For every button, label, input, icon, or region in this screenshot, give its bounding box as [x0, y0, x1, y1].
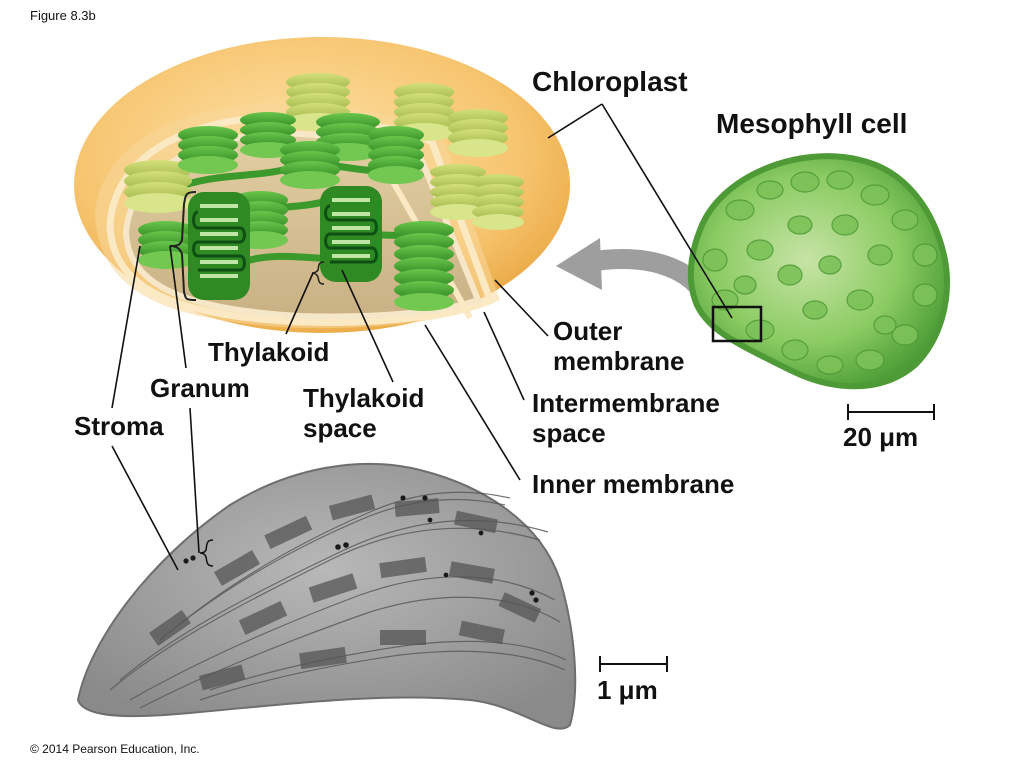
thylakoid-bracket: [311, 261, 325, 285]
label-thylakoid: Thylakoid: [208, 337, 330, 367]
scale-label-1um: 1 μm: [597, 675, 658, 705]
micrograph-granum-bracket: [199, 539, 214, 567]
micrograph-grana: [149, 494, 542, 691]
leader-thylakoid-space: [341, 269, 394, 383]
leader-outer-membrane: [494, 279, 549, 337]
label-intermembrane-line2: space: [532, 417, 606, 448]
grana-stacks: [138, 112, 454, 311]
label-thylakoid-space-line2: space: [303, 412, 377, 443]
label-granum: Granum: [150, 373, 250, 403]
leader-inner-membrane: [424, 324, 521, 481]
label-outer-membrane-line1: Outer: [553, 316, 623, 346]
label-outer-membrane: Outer membrane: [553, 316, 685, 377]
label-intermembrane-space: Intermembrane space: [532, 388, 720, 449]
leader-granum-em: [189, 407, 200, 554]
scale-bar-cell: [847, 404, 935, 420]
label-thylakoid-space: Thylakoid space: [303, 383, 425, 444]
leader-stroma: [111, 245, 141, 409]
leader-chloroplast-to-cell: [601, 103, 733, 319]
leader-granum: [169, 245, 187, 369]
cell-body: [687, 153, 950, 390]
label-stroma: Stroma: [74, 411, 164, 441]
label-mesophyll-cell: Mesophyll cell: [716, 108, 908, 139]
leader-lines: [111, 103, 733, 571]
cell-chloroplasts: [702, 170, 938, 375]
scale-bar-micrograph: [599, 656, 668, 672]
magnified-region-box: [711, 305, 763, 343]
leader-chloroplast-to-envelope: [547, 103, 603, 139]
leader-stroma-em: [111, 445, 179, 571]
figure-label: Figure 8.3b: [30, 8, 96, 23]
micrograph-dots: [183, 495, 539, 603]
label-chloroplast: Chloroplast: [532, 66, 688, 97]
label-intermembrane-line1: Intermembrane: [532, 388, 720, 418]
electron-micrograph: [76, 462, 577, 730]
mesophyll-cell: [687, 153, 950, 390]
scale-label-20um: 20 μm: [843, 422, 919, 452]
granum-cross-section-left: [188, 192, 250, 300]
chloroplast-cutaway: [74, 37, 570, 333]
granum-cross-section-center: [320, 186, 382, 282]
label-thylakoid-space-line1: Thylakoid: [303, 383, 425, 413]
leader-thylakoid: [285, 272, 314, 335]
label-outer-membrane-line2: membrane: [553, 345, 685, 376]
copyright-notice: © 2014 Pearson Education, Inc.: [30, 742, 200, 756]
leader-intermembrane: [483, 311, 525, 401]
label-inner-membrane: Inner membrane: [532, 469, 735, 499]
